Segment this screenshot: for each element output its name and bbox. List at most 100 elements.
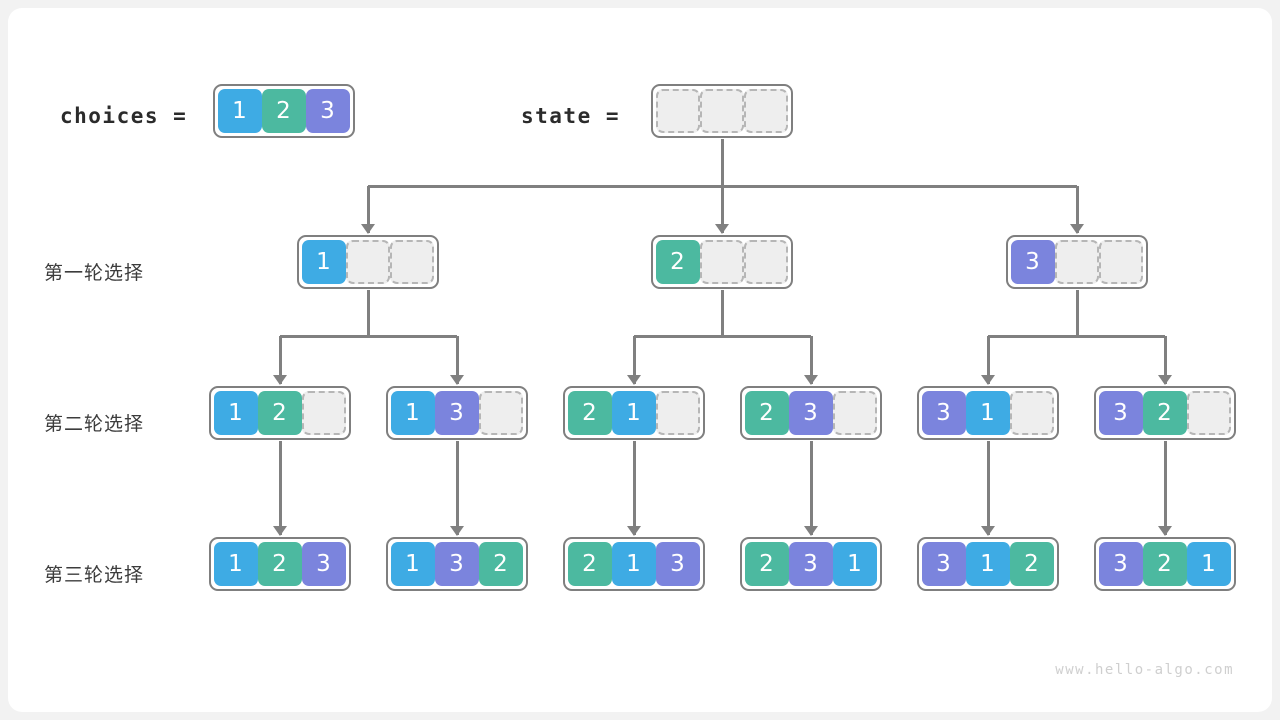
connector-arrowhead [981, 525, 995, 536]
array-cell-filled: 1 [390, 390, 435, 435]
array-cell-empty [1009, 390, 1054, 435]
array-cell-empty [1054, 239, 1099, 284]
array-cell-filled: 3 [1010, 239, 1055, 284]
array-cell-filled: 2 [257, 390, 302, 435]
connector-line [634, 334, 811, 338]
array-cell-filled: 3 [434, 390, 479, 435]
array-cell-filled: 1 [832, 541, 877, 586]
array-cell-filled: 3 [921, 390, 966, 435]
connector-line [632, 336, 636, 384]
connector-arrowhead [1158, 525, 1172, 536]
connector-line [1163, 336, 1167, 384]
array-cell-empty [1098, 239, 1143, 284]
row-label-round-3: 第三轮选择 [44, 565, 145, 586]
array-cell-empty [389, 239, 434, 284]
array-cell-filled: 2 [567, 390, 612, 435]
connector-line [280, 334, 457, 338]
connector-line [278, 336, 282, 384]
connector-arrowhead [1070, 223, 1084, 234]
choices-label: choices = [60, 104, 188, 128]
connector-line [720, 186, 724, 233]
array-cell-filled: 3 [301, 541, 346, 586]
array-cell-filled: 3 [434, 541, 479, 586]
connector-line [988, 334, 1165, 338]
connector-line [809, 336, 813, 384]
tree-node-r1-1: 1 [296, 234, 439, 289]
array-cell-filled: 1 [390, 541, 435, 586]
array-cell-filled: 1 [965, 541, 1010, 586]
connector-line [366, 289, 370, 336]
connector-arrowhead [981, 374, 995, 385]
array-cell-filled: 2 [478, 541, 523, 586]
array-cell-filled: 2 [655, 239, 700, 284]
connector-arrowhead [627, 525, 641, 536]
array-cell-filled: 2 [1142, 541, 1187, 586]
array-cell-filled: 3 [655, 541, 700, 586]
connector-arrowhead [273, 525, 287, 536]
connector-arrowhead [361, 223, 375, 234]
connector-line [455, 336, 459, 384]
connector-line [1163, 440, 1167, 535]
connector-arrowhead [450, 374, 464, 385]
connector-line [632, 440, 636, 535]
array-cell-filled: 2 [567, 541, 612, 586]
array-cell-empty [345, 239, 390, 284]
array-cell-filled: 2 [257, 541, 302, 586]
array-cell-filled: 2 [744, 390, 789, 435]
array-cell-filled: 1 [965, 390, 1010, 435]
tree-node-r1-3: 3 [1005, 234, 1148, 289]
array-cell-filled: 2 [744, 541, 789, 586]
array-cell-filled: 1 [217, 88, 262, 133]
array-cell-filled: 2 [1009, 541, 1054, 586]
connector-line [366, 186, 370, 233]
connector-arrowhead [1158, 374, 1172, 385]
array-cell-empty [301, 390, 346, 435]
connector-arrowhead [804, 525, 818, 536]
connector-line [986, 336, 990, 384]
array-cell-filled: 2 [1142, 390, 1187, 435]
array-cell-filled: 1 [1186, 541, 1231, 586]
array-cell-filled: 2 [261, 88, 306, 133]
array-cell-empty [832, 390, 877, 435]
connector-arrowhead [627, 374, 641, 385]
array-cell-filled: 1 [213, 541, 258, 586]
connector-line [809, 440, 813, 535]
connector-line [720, 289, 724, 336]
array-cell-filled: 3 [788, 541, 833, 586]
array-cell-empty [699, 239, 744, 284]
array-cell-empty [655, 390, 700, 435]
watermark: www.hello-algo.com [1055, 662, 1234, 678]
connector-arrowhead [804, 374, 818, 385]
array-cell-empty [1186, 390, 1231, 435]
array-cell-filled: 1 [213, 390, 258, 435]
tree-node-r1-2: 2 [650, 234, 793, 289]
array-cell-filled: 3 [921, 541, 966, 586]
array-cell-empty [699, 88, 744, 133]
row-label-round-1: 第一轮选择 [44, 263, 145, 284]
array-cell-filled: 3 [1098, 390, 1143, 435]
array-cell-empty [655, 88, 700, 133]
connector-line [455, 440, 459, 535]
array-cell-filled: 3 [788, 390, 833, 435]
connector-line [1075, 289, 1079, 336]
connector-line [278, 440, 282, 535]
array-cell-filled: 1 [611, 390, 656, 435]
array-cell-filled: 3 [1098, 541, 1143, 586]
array-cell-filled: 3 [305, 88, 350, 133]
array-cell-empty [478, 390, 523, 435]
state-array [650, 83, 793, 138]
connector-line [1075, 186, 1079, 233]
